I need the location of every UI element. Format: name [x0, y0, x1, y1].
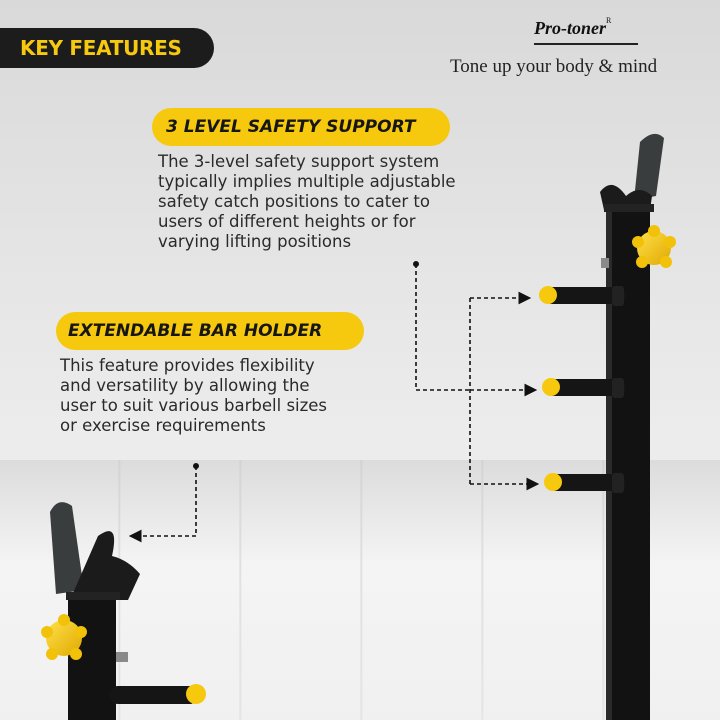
top-clip: [50, 502, 84, 594]
dashed-arrow-icon: [415, 264, 470, 391]
bar-holder-pin-bottom: [544, 473, 626, 493]
description-line: This feature provides flexibility: [60, 356, 315, 375]
description-line: and versatility by allowing the: [60, 376, 310, 395]
brand-name: Pro-toner: [534, 18, 606, 38]
callout-arrows: [128, 261, 540, 543]
feature-title-text: 3 LEVEL SAFETY SUPPORT: [166, 117, 416, 137]
registered-mark: R: [606, 16, 612, 25]
bar-holder-pin-left: [110, 684, 206, 704]
wooden-floor: [0, 460, 720, 720]
right-squat-stand: [539, 133, 676, 720]
top-cradle: [600, 184, 652, 210]
feature-title-safety-support: 3 LEVEL SAFETY SUPPORT: [152, 108, 450, 146]
star-knob-icon: [41, 614, 87, 660]
feature-title-text: EXTENDABLE BAR HOLDER: [68, 321, 323, 341]
star-knob-icon: [632, 225, 676, 268]
feature-description-bar-holder: This feature provides flexibility and ve…: [60, 356, 360, 436]
bar-holder-pin-middle: [542, 378, 626, 398]
bar-holder-pin-top: [539, 286, 626, 306]
description-line: users of different heights or for: [158, 212, 416, 231]
description-line: The 3-level safety support system: [158, 152, 440, 171]
brand-logo: Pro-tonerR: [534, 16, 612, 39]
feature-title-bar-holder: EXTENDABLE BAR HOLDER: [56, 312, 364, 350]
description-line: user to suit various barbell sizes: [60, 396, 328, 415]
key-features-badge: KEY FEATURES: [0, 28, 214, 68]
brand-underline: [534, 43, 638, 45]
description-line: or exercise requirements: [60, 416, 266, 435]
feature-description-safety-support: The 3-level safety support system typica…: [158, 152, 518, 252]
brand-tagline: Tone up your body & mind: [450, 56, 658, 77]
description-line: safety catch positions to cater to: [158, 192, 430, 211]
description-line: varying lifting positions: [158, 232, 352, 251]
key-features-label: KEY FEATURES: [20, 36, 182, 60]
top-clip: [634, 133, 664, 200]
stand-post: [606, 208, 650, 720]
dashed-arrow-icon: [128, 466, 197, 543]
description-line: typically implies multiple adjustable: [158, 172, 456, 191]
top-cradle: [70, 531, 140, 600]
left-squat-stand: [41, 502, 206, 720]
